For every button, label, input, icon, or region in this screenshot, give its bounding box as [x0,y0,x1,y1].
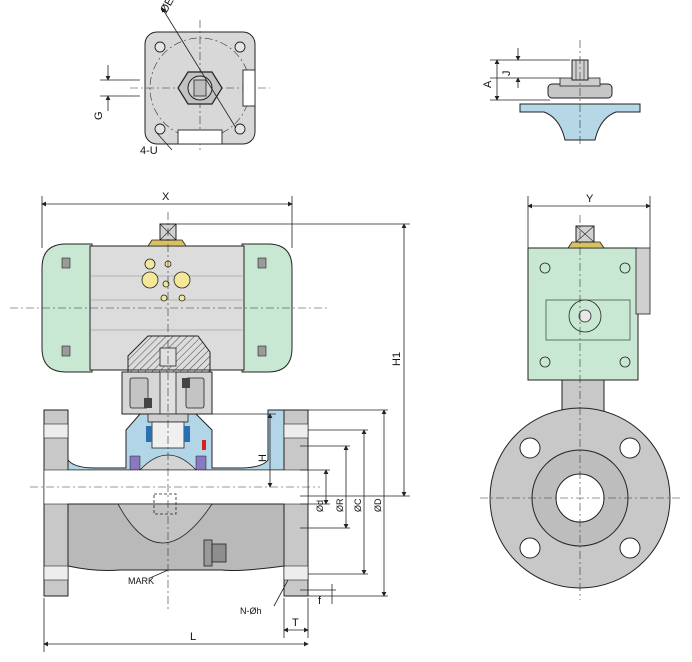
label-a: A [482,80,494,88]
label-l: L [190,631,196,643]
label-mark: MARK [128,576,154,586]
front-view [10,196,410,652]
label-n-phi-h: N-Øh [240,606,262,616]
stem-detail-view [490,40,641,145]
label-h1: H1 [391,352,403,366]
label-phi-r: ØR [335,498,345,512]
label-phi-d-small: Ød [315,500,325,512]
label-g: G [93,111,105,120]
label-phi-d-large: ØD [373,498,383,512]
mounting-pad-view [100,7,270,151]
label-x: X [162,191,170,203]
label-j: J [501,71,513,77]
label-t: T [292,617,299,629]
label-y: Y [586,193,594,205]
label-f: f [318,595,322,607]
label-phi-e: ØE [158,0,176,16]
side-view [480,196,680,600]
label-phi-c: ØC [353,498,363,512]
label-h: H [257,454,269,462]
label-four-u: 4-U [140,145,158,157]
